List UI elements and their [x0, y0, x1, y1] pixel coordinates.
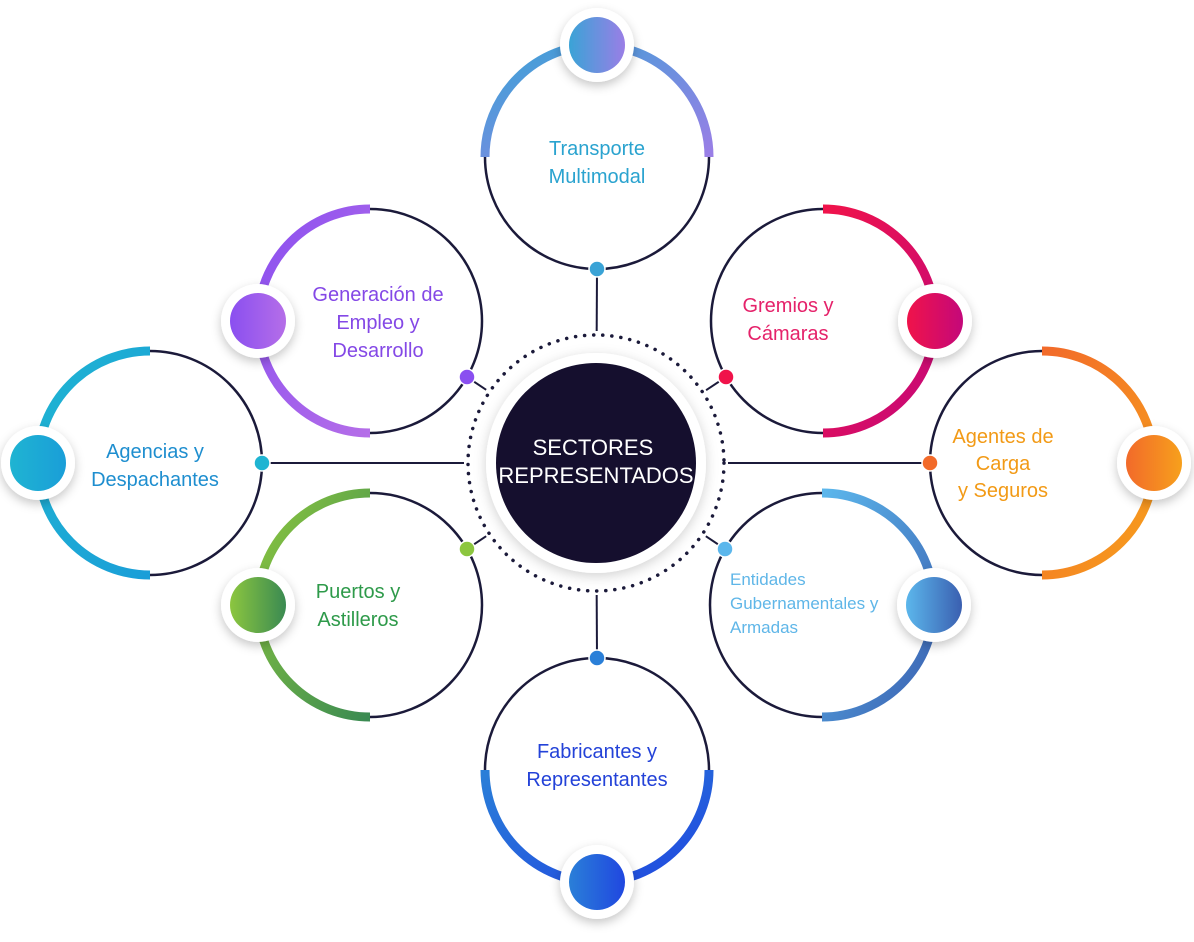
- node-label-transporte-line-2: Multimodal: [549, 166, 646, 188]
- node-gremios: Gremios y Cámaras: [709, 204, 972, 438]
- node-dot-transporte: [588, 260, 606, 278]
- node-ball-fabricantes: [569, 854, 625, 910]
- node-label-gremios-line-2: Cámaras: [747, 323, 828, 345]
- node-dot-entidades: [716, 540, 734, 558]
- node-label-generacion-line-3: Desarrollo: [332, 340, 423, 362]
- node-label-gremios: Gremios y Cámaras: [742, 295, 833, 345]
- node-label-agencias-line-1: Agencias y: [106, 441, 204, 463]
- node-dot-agencias: [253, 454, 271, 472]
- node-generacion: Generación de Empleo y Desarrollo: [221, 204, 484, 438]
- center-title: SECTORES REPRESENTADOS: [498, 435, 693, 488]
- node-fabricantes: Fabricantes y Representantes: [480, 649, 714, 919]
- node-label-generacion-line-1: Generación de: [312, 284, 443, 306]
- node-label-entidades-line-1: Entidades: [730, 570, 806, 589]
- node-label-transporte-line-1: Transporte: [549, 138, 645, 160]
- node-label-generacion: Generación de Empleo y Desarrollo: [312, 284, 443, 362]
- node-label-entidades-line-2: Gubernamentales y: [730, 594, 879, 613]
- node-agentes: Agentes de Carga y Seguros: [921, 346, 1191, 580]
- node-dot-generacion: [458, 368, 476, 386]
- node-label-agentes-line-3: y Seguros: [958, 480, 1048, 502]
- node-label-fabricantes-line-2: Representantes: [526, 769, 667, 791]
- node-ball-entidades: [906, 577, 962, 633]
- node-label-fabricantes: Fabricantes y Representantes: [526, 741, 667, 791]
- node-label-agencias-line-2: Despachantes: [91, 469, 219, 491]
- node-agencias: Agencias y Despachantes: [1, 346, 271, 580]
- node-dot-fabricantes: [588, 649, 606, 667]
- node-label-puertos-line-1: Puertos y: [316, 581, 400, 603]
- node-dot-agentes: [921, 454, 939, 472]
- node-label-gremios-line-1: Gremios y: [742, 295, 833, 317]
- center-title-line-2: REPRESENTADOS: [498, 463, 693, 488]
- node-ball-gremios: [907, 293, 963, 349]
- node-label-generacion-line-2: Empleo y: [336, 312, 419, 334]
- center-hub: SECTORES REPRESENTADOS: [466, 333, 726, 593]
- node-label-entidades-line-3: Armadas: [730, 618, 798, 637]
- node-label-puertos: Puertos y Astilleros: [316, 581, 400, 631]
- node-ball-transporte: [569, 17, 625, 73]
- node-puertos: Puertos y Astilleros: [221, 488, 484, 722]
- node-dot-puertos: [458, 540, 476, 558]
- node-ball-agentes: [1126, 435, 1182, 491]
- center-dotted-ring: [466, 333, 726, 593]
- node-ball-agencias: [10, 435, 66, 491]
- center-disc: [496, 363, 696, 563]
- node-dot-gremios: [717, 368, 735, 386]
- node-label-agencias: Agencias y Despachantes: [91, 441, 219, 491]
- node-label-fabricantes-line-1: Fabricantes y: [537, 741, 657, 763]
- node-label-puertos-line-2: Astilleros: [317, 609, 398, 631]
- node-ball-generacion: [230, 293, 286, 349]
- node-label-agentes-line-1: Agentes de: [952, 426, 1053, 448]
- center-title-line-1: SECTORES: [533, 435, 654, 460]
- node-ball-puertos: [230, 577, 286, 633]
- node-label-agentes-line-2: Carga: [976, 453, 1031, 475]
- node-label-agentes: Agentes de Carga y Seguros: [952, 426, 1053, 502]
